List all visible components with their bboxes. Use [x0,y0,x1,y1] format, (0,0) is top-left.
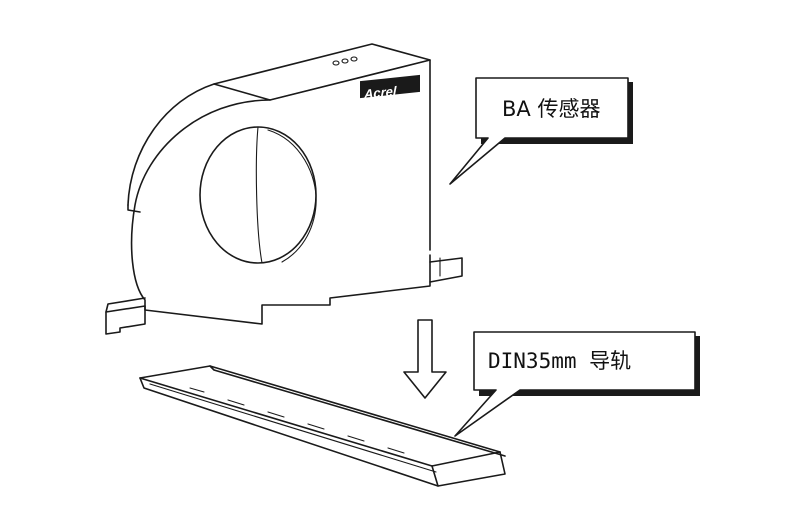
ba-sensor: Acrel [105,43,463,335]
install-direction-arrow [403,319,447,399]
led-3 [350,56,358,62]
down-arrow-icon [403,319,447,399]
sensor-left-foot [105,305,146,335]
rail-callout-box [454,331,696,437]
sensor-front-top-edge [269,59,431,101]
sensor-side-step [127,204,141,213]
led-2 [341,58,349,64]
rail-callout-label: DIN35mm 导轨 [488,349,631,373]
din-rail [139,365,506,487]
acrel-logo: Acrel [360,74,420,102]
acrel-logo-text: Acrel [363,83,397,102]
rail-hat-edge [209,365,506,457]
rail-callout: DIN35mm 导轨 [454,331,700,437]
sensor-side-curve [127,83,215,206]
sensor-indicator-leds [332,56,358,66]
sensor-callout-label: BA 传感器 [502,97,600,121]
sensor-callout: BA 传感器 [449,77,633,185]
rail-top-inner-line [149,383,437,473]
sensor-callout-box [449,77,629,185]
acrel-logo-plate [360,74,420,99]
rail-slots [189,387,405,454]
sensor-hole-inner-rim [267,129,317,263]
sensor-right-foot [429,257,463,283]
sensor-through-hole [199,126,317,264]
sensor-left-foot-top [105,297,146,313]
rail-top-surface [139,365,501,467]
sensor-hole-depth-line [255,126,263,264]
led-1 [332,60,340,66]
rail-end-profile [431,451,506,487]
rail-front-lip [139,377,439,487]
